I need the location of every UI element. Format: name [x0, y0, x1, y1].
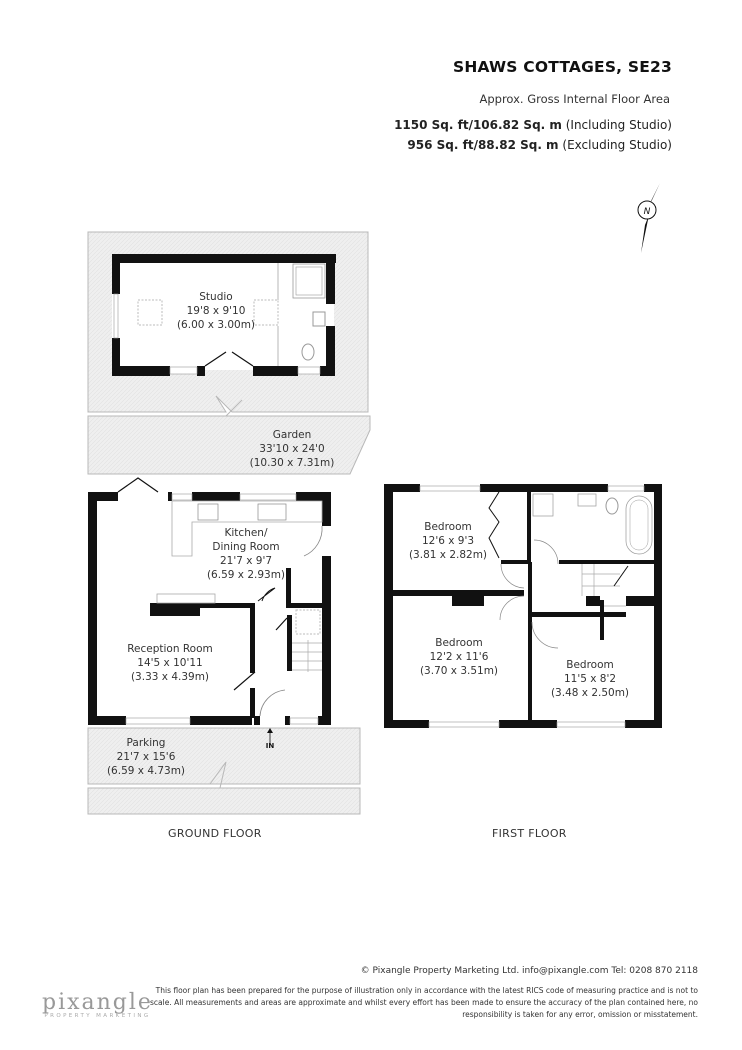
bedroom3-name: Bedroom [566, 659, 614, 671]
logo-wordmark: pixangle [42, 990, 153, 1015]
ground-floor-house [88, 477, 331, 744]
area-excluding-studio: 956 Sq. ft/88.82 Sq. m (Excluding Studio… [394, 135, 672, 155]
kitchen-name-2: Dining Room [212, 541, 279, 553]
area-note: (Including Studio) [565, 118, 672, 132]
kitchen-metric: (6.59 x 2.93m) [207, 569, 285, 581]
bedroom1-name: Bedroom [424, 521, 472, 533]
kitchen-imperial: 21'7 x 9'7 [220, 555, 272, 567]
bedroom3-metric: (3.48 x 2.50m) [551, 687, 629, 699]
parking-area [87, 727, 361, 815]
area-value: 1150 Sq. ft/106.82 Sq. m [394, 118, 562, 132]
bedroom3-imperial: 11'5 x 8'2 [564, 673, 616, 685]
garden-metric: (10.30 x 7.31m) [250, 457, 335, 469]
area-value: 956 Sq. ft/88.82 Sq. m [407, 138, 559, 152]
parking-name: Parking [127, 737, 166, 749]
first-floor-house [384, 484, 662, 728]
entrance-label: IN [266, 742, 275, 750]
studio-room [112, 254, 336, 376]
garden-imperial: 33'10 x 24'0 [259, 443, 324, 455]
bedroom2-imperial: 12'2 x 11'6 [430, 651, 489, 663]
area-note: (Excluding Studio) [562, 138, 672, 152]
svg-text:N: N [644, 207, 651, 217]
logo-tagline: PROPERTY MARKETING [44, 1013, 151, 1019]
reception-metric: (3.33 x 4.39m) [131, 671, 209, 683]
north-arrow-icon: N [637, 183, 660, 253]
bedroom1-imperial: 12'6 x 9'3 [422, 535, 474, 547]
pixangle-logo: pixangle PROPERTY MARKETING [42, 990, 153, 1019]
copyright-text: © Pixangle Property Marketing Ltd. info@… [360, 966, 698, 976]
bedroom2-metric: (3.70 x 3.51m) [420, 665, 498, 677]
studio-metric: (6.00 x 3.00m) [177, 319, 255, 331]
disclaimer-text: This floor plan has been prepared for th… [150, 986, 698, 1019]
area-subtitle: Approx. Gross Internal Floor Area [479, 92, 670, 106]
studio-name: Studio [199, 291, 232, 303]
parking-imperial: 21'7 x 15'6 [117, 751, 176, 763]
area-including-studio: 1150 Sq. ft/106.82 Sq. m (Including Stud… [394, 115, 672, 135]
bedroom1-metric: (3.81 x 2.82m) [409, 549, 487, 561]
bedroom2-name: Bedroom [435, 637, 483, 649]
reception-name: Reception Room [127, 643, 213, 655]
kitchen-name: Kitchen/ [225, 527, 268, 539]
garden-name: Garden [273, 429, 311, 441]
property-title: SHAWS COTTAGES, SE23 [452, 58, 672, 76]
first-floor-label: FIRST FLOOR [492, 827, 567, 840]
studio-imperial: 19'8 x 9'10 [187, 305, 246, 317]
parking-metric: (6.59 x 4.73m) [107, 765, 185, 777]
reception-imperial: 14'5 x 10'11 [137, 657, 202, 669]
header: SHAWS COTTAGES, SE23 Approx. Gross Inter… [394, 58, 672, 155]
ground-floor-label: GROUND FLOOR [168, 827, 262, 840]
